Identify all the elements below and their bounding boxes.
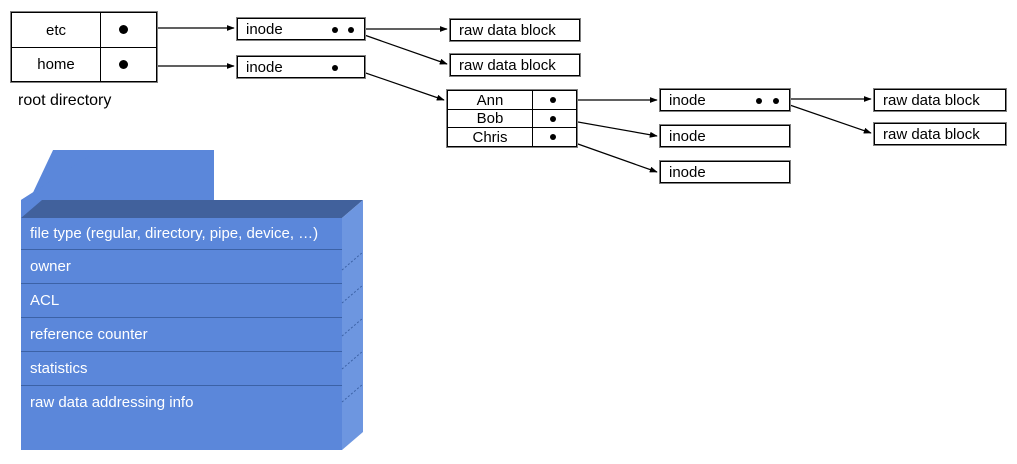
home-entry-name-bob: Bob [448, 110, 533, 127]
root-entry-pointer-home [101, 48, 156, 81]
table-row[interactable]: Ann [448, 91, 576, 109]
wire-homeinode-to-homedir [353, 68, 445, 101]
root-directory-table: etc home [10, 11, 158, 83]
wire-etcinode-ptr2 [352, 30, 448, 65]
inode-field-acl: ACL [21, 284, 342, 318]
inode-field-list: file type (regular, directory, pipe, dev… [21, 218, 342, 419]
inode-field-owner: owner [21, 250, 342, 284]
root-directory-caption: root directory [18, 92, 112, 109]
etc-inode-label: inode [246, 20, 283, 38]
wire-bob-to-inode [560, 118, 658, 138]
raw-data-block-3[interactable]: raw data block [873, 88, 1007, 112]
pointer-dot [550, 97, 556, 103]
root-entry-name-home: home [12, 48, 101, 81]
panel-top-face [21, 200, 363, 218]
inode-pointer-dot [756, 98, 762, 104]
home-entry-pointer-ann [533, 91, 576, 109]
home-inode-label: inode [246, 58, 283, 76]
ann-inode-label: inode [669, 91, 706, 109]
chris-inode-label: inode [669, 163, 706, 181]
inode-detail-panel: file type (regular, directory, pipe, dev… [0, 150, 400, 464]
root-entry-name-etc: etc [12, 13, 101, 47]
pointer-dot [550, 116, 556, 122]
table-row[interactable]: Bob [448, 109, 576, 127]
wire-anninode-ptr2 [780, 101, 872, 134]
home-entry-name-chris: Chris [448, 128, 533, 146]
home-inode-box[interactable]: inode [236, 55, 366, 79]
panel-front-face [21, 218, 342, 450]
inode-pointer-dot [332, 65, 338, 71]
inode-field-reference-counter: reference counter [21, 318, 342, 352]
raw-data-block-label: raw data block [883, 125, 980, 143]
raw-data-block-1[interactable]: raw data block [449, 18, 581, 42]
raw-data-block-2[interactable]: raw data block [449, 53, 581, 77]
pointer-dot [550, 134, 556, 140]
callout-wedge-body [21, 150, 214, 200]
table-row[interactable]: etc [12, 13, 156, 47]
ann-inode-box[interactable]: inode [659, 88, 791, 112]
chris-inode-box[interactable]: inode [659, 160, 791, 184]
inode-pointer-dot [773, 98, 779, 104]
inode-field-statistics: statistics [21, 352, 342, 386]
pointer-dot [119, 60, 128, 69]
table-row[interactable]: home [12, 47, 156, 81]
wire-chris-to-inode [560, 137, 658, 173]
home-entry-name-ann: Ann [448, 91, 533, 109]
inode-panel-shape [21, 150, 364, 450]
raw-data-block-label: raw data block [883, 91, 980, 109]
home-entry-pointer-chris [533, 128, 576, 146]
panel-side-face [342, 200, 363, 450]
pointer-dot [119, 25, 128, 34]
home-entry-pointer-bob [533, 110, 576, 127]
bob-inode-label: inode [669, 127, 706, 145]
raw-data-block-4[interactable]: raw data block [873, 122, 1007, 146]
raw-data-block-label: raw data block [459, 21, 556, 39]
inode-field-raw-data-addressing: raw data addressing info [30, 394, 194, 411]
home-directory-table: Ann Bob Chris [446, 89, 578, 148]
inode-pointer-dot [348, 27, 354, 33]
table-row[interactable]: Chris [448, 127, 576, 146]
inode-pointer-dot [332, 27, 338, 33]
root-entry-pointer-etc [101, 13, 156, 47]
etc-inode-box[interactable]: inode [236, 17, 366, 41]
inode-field-file-type: file type (regular, directory, pipe, dev… [21, 218, 342, 250]
raw-data-block-label: raw data block [459, 56, 556, 74]
bob-inode-box[interactable]: inode [659, 124, 791, 148]
panel-side-separators [341, 251, 364, 403]
